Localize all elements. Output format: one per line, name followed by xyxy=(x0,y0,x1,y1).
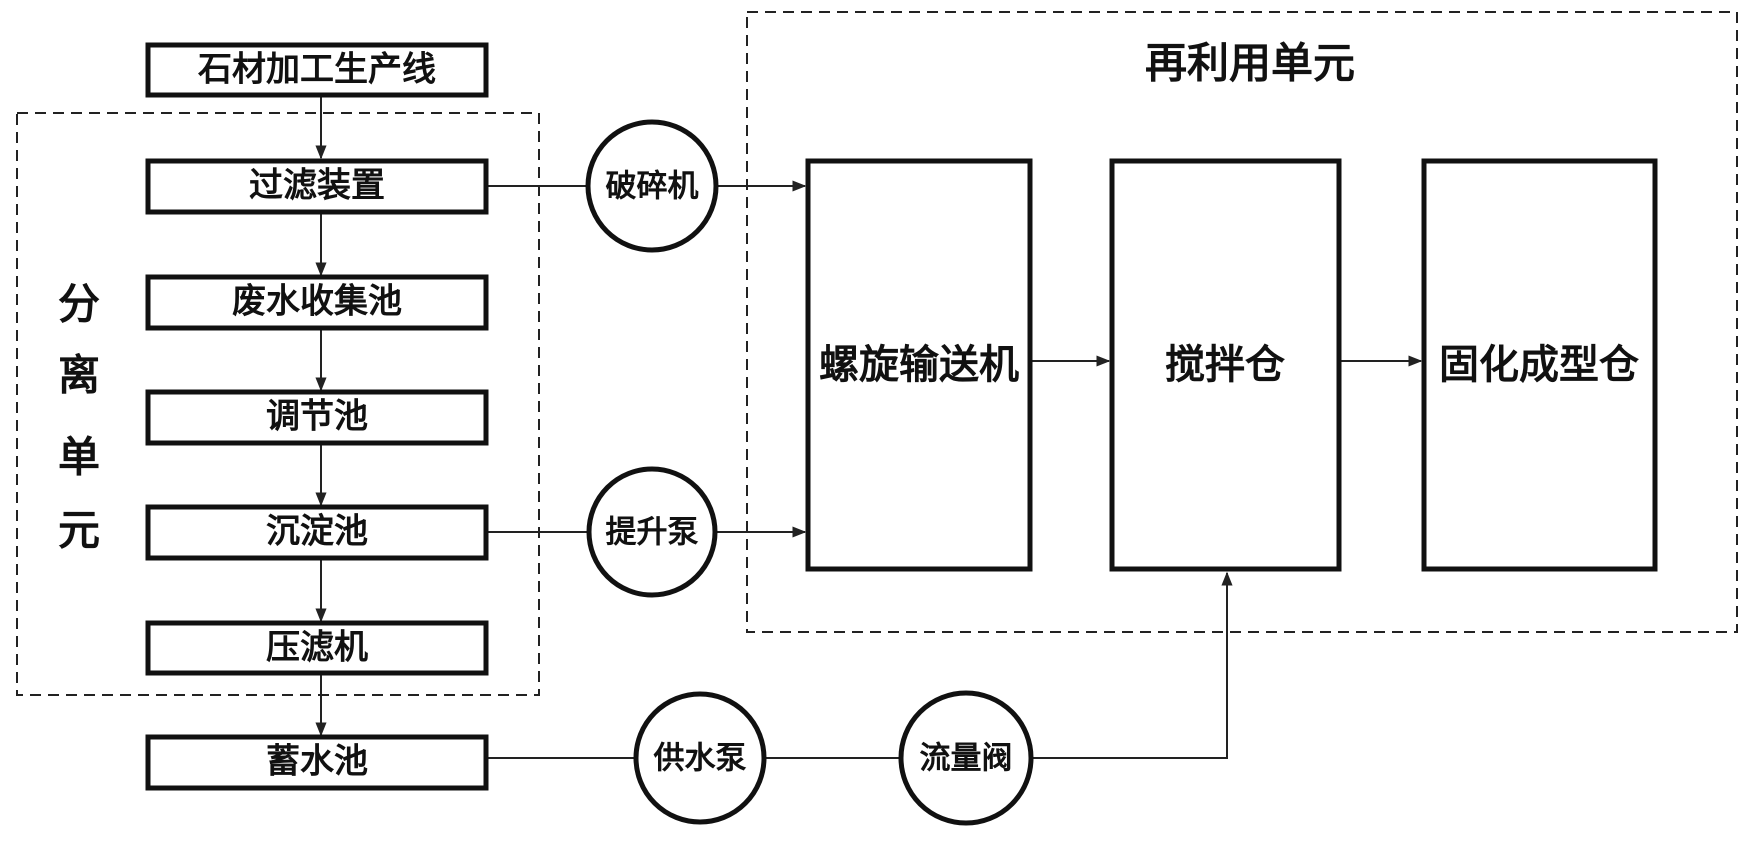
separation-unit-label: 分 离 单 元 xyxy=(58,280,100,555)
production-line-box: 石材加工生产线 xyxy=(145,42,489,98)
storage-pool-box: 蓄水池 xyxy=(145,734,489,791)
lift-pump-node: 提升泵 xyxy=(586,466,718,598)
flow-valve-node: 流量阀 xyxy=(898,690,1034,826)
filter-device-box: 过滤装置 xyxy=(145,158,489,215)
lift-pump-label: 提升泵 xyxy=(606,515,699,551)
sedimentation-pool-label: 沉淀池 xyxy=(266,512,368,552)
flow-valve-label: 流量阀 xyxy=(920,741,1013,777)
separation-unit-char-3: 单 xyxy=(58,433,100,482)
mixing-bin-label: 搅拌仓 xyxy=(1165,342,1286,388)
sedimentation-pool-box: 沉淀池 xyxy=(145,504,489,561)
supply-pump-label: 供水泵 xyxy=(653,741,747,777)
filter-press-label: 压滤机 xyxy=(266,628,368,668)
curing-bin-label: 固化成型仓 xyxy=(1439,342,1640,388)
reuse-unit-frame xyxy=(746,11,1738,633)
regulating-pool-box: 调节池 xyxy=(145,389,489,446)
separation-unit-char-2: 离 xyxy=(58,351,100,400)
crusher-node: 破碎机 xyxy=(585,119,719,253)
wastewater-pool-box: 废水收集池 xyxy=(145,274,489,331)
storage-pool-label: 蓄水池 xyxy=(266,742,368,782)
screw-conveyor-label: 螺旋输送机 xyxy=(819,342,1019,388)
supply-pump-node: 供水泵 xyxy=(633,691,767,825)
crusher-label: 破碎机 xyxy=(606,169,699,205)
connector-line xyxy=(1031,571,1233,759)
regulating-pool-label: 调节池 xyxy=(266,397,368,437)
filter-device-label: 过滤装置 xyxy=(249,166,385,206)
screw-conveyor-box: 螺旋输送机 xyxy=(805,158,1033,572)
separation-unit-char-1: 分 xyxy=(58,280,100,329)
separation-unit-frame xyxy=(16,112,540,696)
wastewater-pool-label: 废水收集池 xyxy=(232,282,402,322)
filter-press-box: 压滤机 xyxy=(145,620,489,676)
curing-bin-box: 固化成型仓 xyxy=(1421,158,1658,572)
reuse-unit-title: 再利用单元 xyxy=(1145,39,1355,88)
mixing-bin-box: 搅拌仓 xyxy=(1109,158,1342,572)
separation-unit-char-4: 元 xyxy=(58,506,100,555)
production-line-label: 石材加工生产线 xyxy=(197,50,436,90)
